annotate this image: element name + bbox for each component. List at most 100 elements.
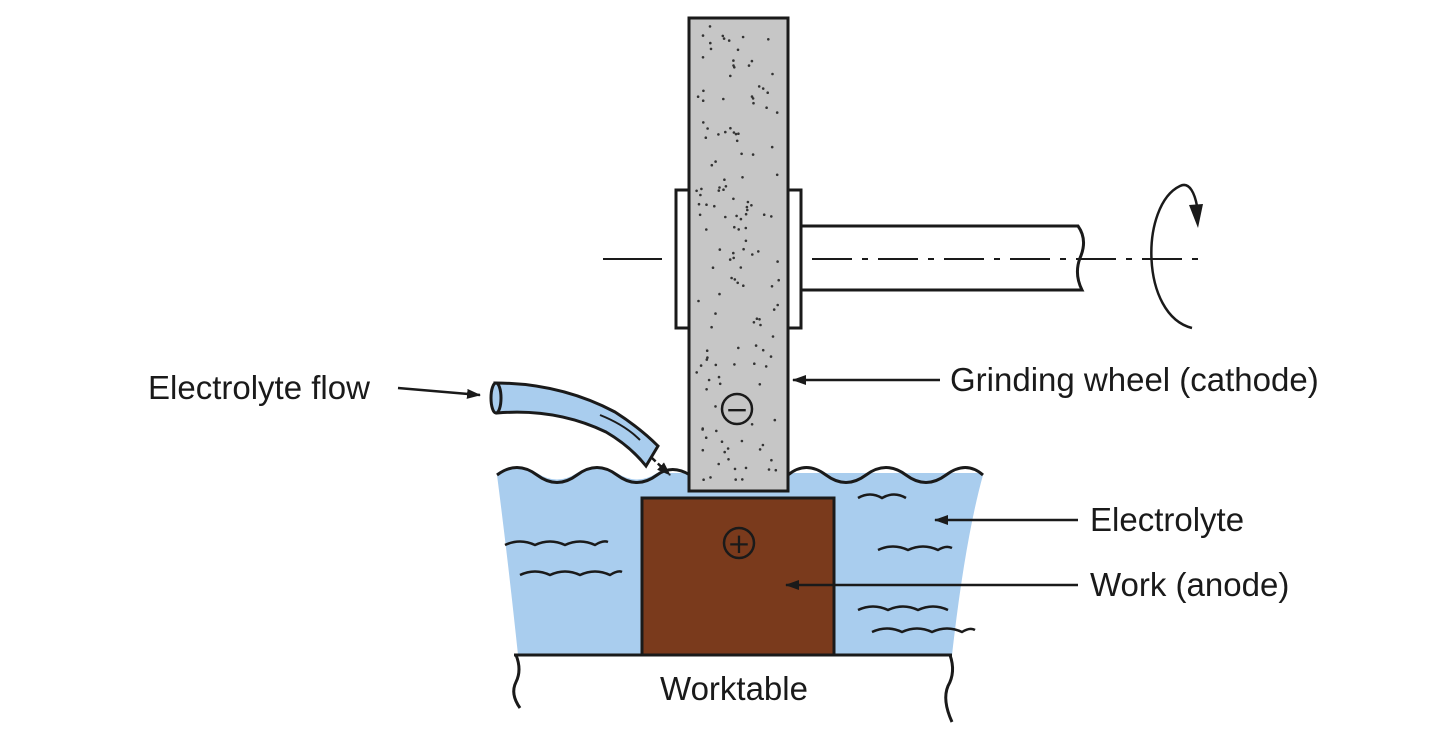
grit-dot xyxy=(775,173,779,177)
grit-dot xyxy=(705,228,708,231)
grit-dot xyxy=(699,364,703,367)
grit-dot xyxy=(751,253,754,256)
grit-dot xyxy=(739,266,743,269)
grit-dot xyxy=(710,325,713,329)
grit-dot xyxy=(732,64,735,67)
grit-dot xyxy=(727,39,731,42)
grit-dot xyxy=(701,99,705,102)
grit-dot xyxy=(722,37,726,40)
grit-dot xyxy=(744,239,748,243)
grit-dot xyxy=(761,443,765,447)
grit-dot xyxy=(762,213,766,216)
grit-dot xyxy=(741,176,744,179)
grit-dot xyxy=(753,362,756,366)
grit-dot xyxy=(722,97,725,101)
grit-dot xyxy=(714,160,717,163)
label-worktable: Worktable xyxy=(660,670,808,707)
grit-dot xyxy=(729,126,732,130)
anode-sign-circle xyxy=(722,526,756,560)
grit-dot xyxy=(767,38,770,41)
grit-dot xyxy=(714,363,718,367)
grit-dot xyxy=(705,358,709,361)
grit-dot xyxy=(704,136,708,139)
grit-dot xyxy=(718,186,721,189)
work-piece xyxy=(640,496,836,657)
grit-dot xyxy=(770,215,773,218)
grit-dot xyxy=(714,312,717,315)
grit-dot xyxy=(732,251,735,255)
grit-dot xyxy=(701,428,704,431)
grit-dot xyxy=(718,248,722,251)
grinding-wheel xyxy=(687,16,790,493)
grit-dot xyxy=(750,204,753,207)
grit-dot xyxy=(742,247,745,251)
grit-dot xyxy=(766,91,769,94)
grit-dot xyxy=(774,468,778,472)
grit-dot xyxy=(755,317,759,321)
grit-dot xyxy=(758,318,761,321)
grit-dot xyxy=(709,476,712,479)
grit-dot xyxy=(702,89,705,93)
electrolyte-nozzle xyxy=(489,381,660,469)
grit-dot xyxy=(711,266,715,270)
grit-dot xyxy=(736,281,739,285)
grit-dot xyxy=(701,448,705,452)
grit-dot xyxy=(702,478,705,482)
grit-dot xyxy=(761,87,765,90)
grit-dot xyxy=(757,250,760,253)
grit-dot xyxy=(735,139,739,143)
rotation-arrow-icon xyxy=(1150,183,1203,330)
grit-dot xyxy=(758,448,762,451)
grit-dot xyxy=(718,382,722,386)
grit-dot xyxy=(745,205,749,209)
grit-dot xyxy=(744,226,748,230)
grit-dot xyxy=(700,187,703,191)
grit-dot xyxy=(777,278,780,282)
grit-dot xyxy=(697,299,700,303)
label-electrolyte: Electrolyte xyxy=(1090,501,1244,538)
grit-dot xyxy=(736,48,740,52)
grit-dot xyxy=(727,458,730,461)
anode-sign: + xyxy=(727,527,750,560)
grit-dot xyxy=(697,202,701,206)
grit-dot xyxy=(717,133,720,136)
grit-dot xyxy=(732,256,735,260)
grit-dot xyxy=(741,478,744,481)
grit-dot xyxy=(733,467,737,471)
grit-dot xyxy=(702,121,705,124)
grit-dot xyxy=(765,106,768,109)
grit-dot xyxy=(776,303,779,307)
grit-dot xyxy=(758,383,762,386)
grit-dot xyxy=(764,365,768,368)
grit-dot xyxy=(726,447,730,450)
grit-dot xyxy=(739,217,743,221)
grit-dot xyxy=(699,193,702,197)
grit-dot xyxy=(732,131,736,134)
grit-dot xyxy=(775,111,779,114)
grit-dot xyxy=(695,371,698,374)
grit-dot xyxy=(767,468,771,471)
cathode-sign: − xyxy=(725,393,748,426)
grit-dot xyxy=(724,130,727,134)
grit-dot xyxy=(754,344,758,347)
grit-dot xyxy=(742,284,745,288)
grit-dot xyxy=(734,478,737,481)
grit-dot xyxy=(733,278,737,281)
label-electrolyte-flow: Electrolyte flow xyxy=(148,369,370,406)
grit-dot xyxy=(728,258,732,261)
grit-dot xyxy=(732,197,735,201)
grit-dot xyxy=(709,41,712,45)
grit-dot xyxy=(710,163,714,167)
grit-dot xyxy=(701,56,705,59)
grit-dot xyxy=(705,349,709,353)
grit-dot xyxy=(732,59,735,62)
grit-dot xyxy=(704,436,708,440)
grit-dot xyxy=(720,440,724,444)
grit-dot xyxy=(722,188,725,191)
grit-dot xyxy=(718,292,721,296)
grit-dot xyxy=(752,101,755,105)
grit-dot xyxy=(750,59,754,63)
grit-dot xyxy=(771,72,774,76)
grit-dot xyxy=(723,178,726,181)
